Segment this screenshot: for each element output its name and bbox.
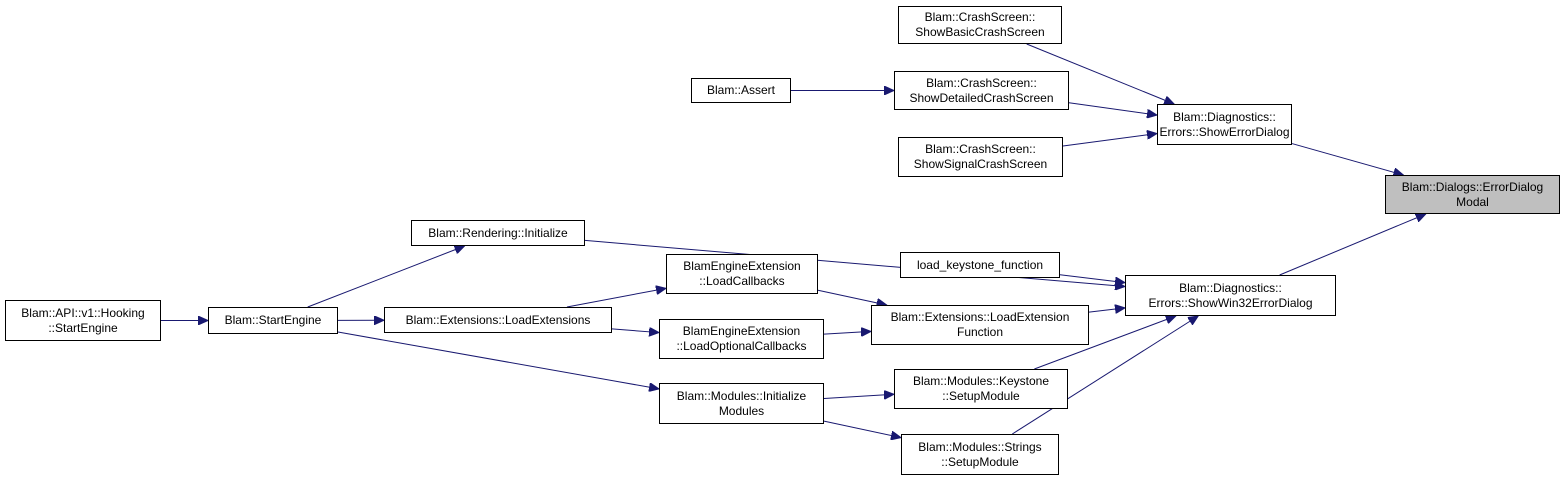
edge-load-extension-function-to-show-win32-error-dialog — [1088, 308, 1125, 312]
node-label-line: Blam::Modules::Keystone — [912, 374, 1050, 388]
node-show-error-dialog[interactable]: Blam::Diagnostics:: Errors::ShowErrorDia… — [1157, 104, 1292, 145]
node-label-line: Modules — [718, 403, 765, 418]
node-label-line: Blam::Extensions::LoadExtensions — [405, 312, 591, 327]
node-error-dialog-modal: Blam::Dialogs::ErrorDialog Modal — [1385, 175, 1560, 214]
edge-start-engine-to-modules-initialize-modules — [337, 331, 659, 389]
edge-layer — [161, 43, 1426, 438]
edge-show-basic-crash-screen-to-show-error-dialog — [1026, 43, 1174, 104]
node-keystone-setup-module[interactable]: Blam::Modules::Keystone ::SetupModule — [894, 369, 1068, 409]
node-label-line: Blam::Extensions::LoadExtension — [890, 310, 1070, 324]
node-api-hooking-start-engine[interactable]: Blam::API::v1::Hooking ::StartEngine — [5, 300, 161, 341]
node-label-line: Blam::CrashScreen:: — [926, 75, 1037, 90]
node-rendering-initialize[interactable]: Blam::Rendering::Initialize — [411, 220, 585, 246]
node-label-line: Blam::CrashScreen:: — [925, 142, 1036, 156]
node-label-line: Blam::Rendering::Initialize — [428, 225, 568, 240]
node-label-line: load_keystone_function — [916, 257, 1044, 272]
node-label-line: ::LoadCallbacks — [699, 274, 785, 288]
edge-keystone-setup-module-to-show-win32-error-dialog — [1034, 316, 1175, 370]
edge-load-extensions-to-load-callbacks — [566, 288, 666, 308]
node-modules-initialize-modules[interactable]: Blam::Modules::Initialize Modules — [659, 383, 824, 424]
node-strings-setup-module[interactable]: Blam::Modules::Strings ::SetupModule — [901, 434, 1059, 475]
node-label-line: Function — [956, 325, 1004, 339]
node-label-line: ::SetupModule — [942, 389, 1020, 403]
node-label-line: ::SetupModule — [941, 454, 1019, 469]
node-label-line: Blam::CrashScreen:: — [924, 10, 1036, 24]
node-start-engine[interactable]: Blam::StartEngine — [208, 307, 338, 334]
edge-start-engine-to-rendering-initialize — [307, 246, 465, 308]
node-label-line: Blam::Modules::Initialize — [676, 388, 807, 403]
node-label-line: ShowSignalCrashScreen — [913, 157, 1048, 171]
node-show-detailed-crash-screen[interactable]: Blam::CrashScreen:: ShowDetailedCrashScr… — [894, 71, 1069, 110]
node-assert[interactable]: Blam::Assert — [691, 78, 791, 103]
node-label-line: Blam::Dialogs::ErrorDialog — [1401, 179, 1544, 194]
node-label-line: Blam::Modules::Strings — [918, 439, 1042, 454]
edge-load-keystone-function-to-show-win32-error-dialog — [1059, 274, 1125, 283]
node-label-line: Blam::Diagnostics:: — [1173, 109, 1276, 124]
edge-load-extensions-to-load-optional-callbacks — [611, 329, 659, 333]
node-load-keystone-function[interactable]: load_keystone_function — [900, 252, 1060, 278]
edge-show-error-dialog-to-error-dialog-modal — [1291, 143, 1403, 175]
node-label-line: ShowBasicCrashScreen — [915, 25, 1045, 39]
node-label-line: ::StartEngine — [48, 320, 118, 335]
edge-show-signal-crash-screen-to-show-error-dialog — [1062, 133, 1157, 147]
node-label-line: BlamEngineExtension — [683, 259, 801, 273]
edge-strings-setup-module-to-show-win32-error-dialog — [1012, 316, 1198, 435]
node-load-extension-function[interactable]: Blam::Extensions::LoadExtension Function — [871, 305, 1089, 345]
edge-modules-initialize-modules-to-strings-setup-module — [823, 420, 901, 437]
edge-show-detailed-crash-screen-to-show-error-dialog — [1068, 102, 1157, 115]
node-show-basic-crash-screen[interactable]: Blam::CrashScreen:: ShowBasicCrashScreen — [898, 6, 1062, 44]
node-load-callbacks[interactable]: BlamEngineExtension ::LoadCallbacks — [666, 254, 818, 294]
node-label-line: Errors::ShowWin32ErrorDialog — [1148, 295, 1313, 310]
node-label-line: Blam::API::v1::Hooking — [21, 305, 145, 320]
edge-rendering-initialize-to-show-win32-error-dialog — [584, 239, 1125, 286]
node-load-optional-callbacks[interactable]: BlamEngineExtension ::LoadOptionalCallba… — [659, 319, 824, 359]
node-show-win32-error-dialog[interactable]: Blam::Diagnostics:: Errors::ShowWin32Err… — [1125, 275, 1336, 316]
node-label-line: Errors::ShowErrorDialog — [1159, 124, 1290, 139]
node-label-line: Blam::StartEngine — [224, 313, 322, 327]
node-label-line: Blam::Assert — [706, 83, 775, 97]
node-load-extensions[interactable]: Blam::Extensions::LoadExtensions — [384, 307, 612, 333]
edge-load-optional-callbacks-to-load-extension-function — [823, 331, 871, 334]
node-label-line: ShowDetailedCrashScreen — [909, 90, 1054, 105]
node-show-signal-crash-screen[interactable]: Blam::CrashScreen:: ShowSignalCrashScree… — [898, 137, 1063, 177]
node-label-line: Blam::Diagnostics:: — [1179, 280, 1282, 295]
edge-load-callbacks-to-load-extension-function — [817, 289, 887, 305]
edge-show-win32-error-dialog-to-error-dialog-modal — [1279, 214, 1426, 276]
node-label-line: ::LoadOptionalCallbacks — [676, 339, 807, 353]
node-label-line: BlamEngineExtension — [682, 324, 801, 338]
edge-modules-initialize-modules-to-keystone-setup-module — [823, 394, 894, 398]
node-label-line: Modal — [1456, 194, 1489, 209]
